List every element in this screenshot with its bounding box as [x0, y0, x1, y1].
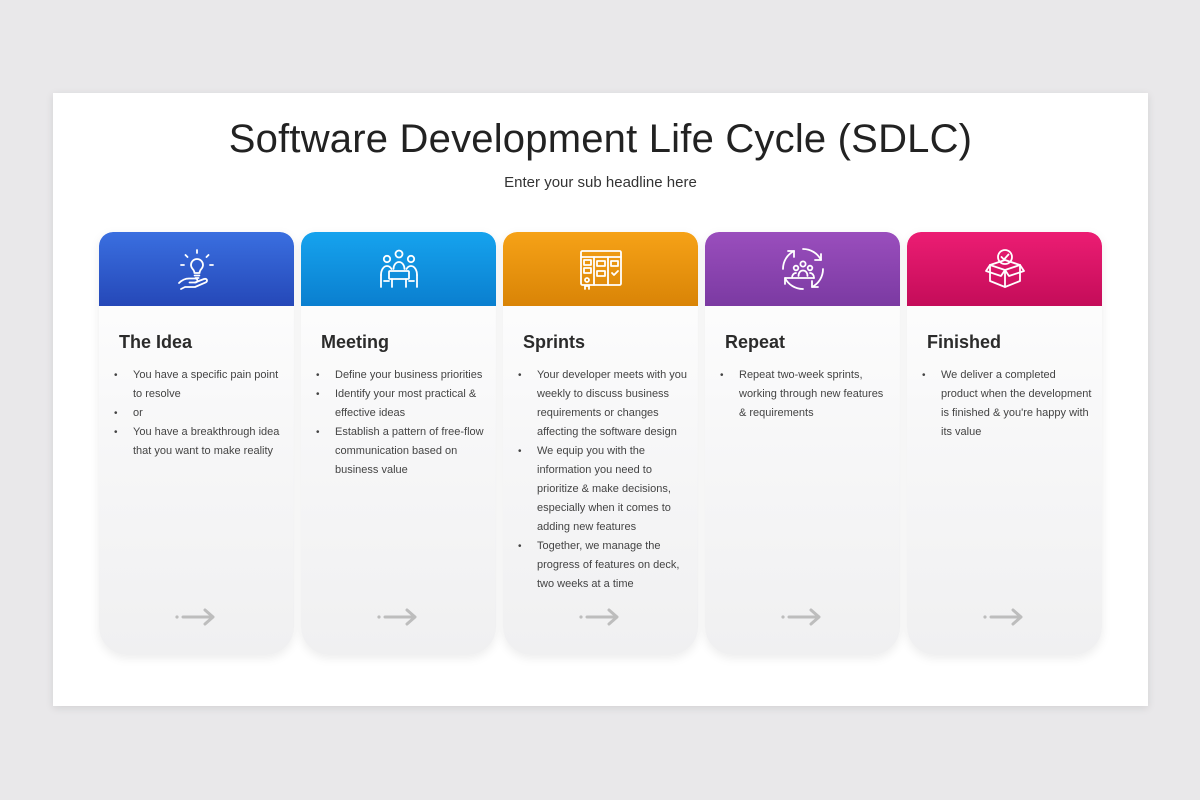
list-item: • Together, we manage the progress of fea… — [517, 537, 689, 594]
card-header — [907, 232, 1102, 306]
arrow-right-icon — [377, 608, 417, 626]
list-item: • You have a specific pain point to resol… — [113, 366, 285, 404]
bullet-dot: • — [316, 389, 320, 400]
card-header — [301, 232, 496, 306]
bullet-dot: • — [316, 427, 320, 438]
list-item-text: Establish a pattern of free-flow communi… — [335, 426, 484, 476]
list-item-text: Identify your most practical & effective… — [335, 388, 477, 419]
list-item: • Identify your most practical & effectiv… — [315, 385, 487, 423]
list-item: • Your developer meets with you weekly to… — [517, 366, 689, 442]
card-bullet-list: • Repeat two-week sprints, working throug… — [719, 366, 891, 423]
slide: Software Development Life Cycle (SDLC) E… — [53, 93, 1148, 706]
list-item: • Establish a pattern of free-flow commun… — [315, 423, 487, 480]
card-bullet-list: • We deliver a completed product when the… — [921, 366, 1093, 442]
list-item-text: Together, we manage the progress of feat… — [537, 540, 680, 590]
list-item-text: You have a specific pain point to resolv… — [133, 369, 279, 400]
list-item: • We equip you with the information you n… — [517, 442, 689, 537]
card-header — [705, 232, 900, 306]
card-header — [503, 232, 698, 306]
card-title: Finished — [927, 332, 1002, 352]
list-item-text: You have a breakthrough idea that you wa… — [133, 426, 280, 457]
checked-box-icon — [984, 249, 1025, 288]
list-item-text: We equip you with the information you ne… — [537, 445, 671, 533]
bullet-dot: • — [316, 370, 320, 381]
sprint-board-icon — [579, 250, 622, 290]
bullet-dot: • — [518, 370, 522, 381]
card-title: The Idea — [119, 332, 193, 352]
card-title: Repeat — [725, 332, 786, 352]
arrow-right-icon — [579, 608, 619, 626]
page-title: Software Development Life Cycle (SDLC) — [228, 117, 973, 161]
bullet-dot: • — [720, 370, 724, 381]
page-subtitle: Enter your sub headline here — [504, 174, 697, 191]
list-item: • Define your business priorities — [315, 366, 487, 385]
list-item: • or — [113, 404, 285, 423]
team-meeting-icon — [379, 249, 418, 288]
card-title: Sprints — [523, 332, 586, 352]
list-item: • We deliver a completed product when the… — [921, 366, 1093, 442]
list-item-text: We deliver a completed product when the … — [941, 369, 1092, 438]
bullet-dot: • — [114, 408, 118, 419]
list-item-text: Define your business priorities — [335, 369, 483, 381]
card-title: Meeting — [321, 332, 390, 352]
arrow-right-icon — [983, 608, 1023, 626]
card-finished: Finished • We deliver a completed product… — [907, 232, 1102, 655]
card-meeting: Meeting • Define your business priorities… — [301, 232, 496, 655]
bullet-dot: • — [518, 446, 522, 457]
arrow-right-icon — [781, 608, 821, 626]
bullet-dot: • — [114, 427, 118, 438]
list-item-text: Repeat two-week sprints, working through… — [739, 369, 884, 419]
list-item-text: Your developer meets with you weekly to … — [537, 369, 688, 438]
list-item: • Repeat two-week sprints, working throug… — [719, 366, 891, 423]
team-cycle-icon — [781, 248, 824, 290]
card-bullet-list: • Your developer meets with you weekly to… — [517, 366, 689, 594]
card-bullet-list: • Define your business priorities • Identi… — [315, 366, 487, 480]
bullet-dot: • — [922, 370, 926, 381]
card-the-idea: The Idea • You have a specific pain point… — [99, 232, 294, 655]
list-item-text: or — [133, 407, 143, 419]
bullet-dot: • — [114, 370, 118, 381]
card-repeat: Repeat • Repeat two-week sprints, working… — [705, 232, 900, 655]
card-bullet-list: • You have a specific pain point to resol… — [113, 366, 285, 461]
bullet-dot: • — [518, 541, 522, 552]
arrow-right-icon — [175, 608, 215, 626]
card-sprints: Sprints • Your developer meets with you w… — [503, 232, 698, 655]
card-header — [99, 232, 294, 306]
lightbulb-hand-icon — [177, 249, 214, 290]
list-item: • You have a breakthrough idea that you w… — [113, 423, 285, 461]
